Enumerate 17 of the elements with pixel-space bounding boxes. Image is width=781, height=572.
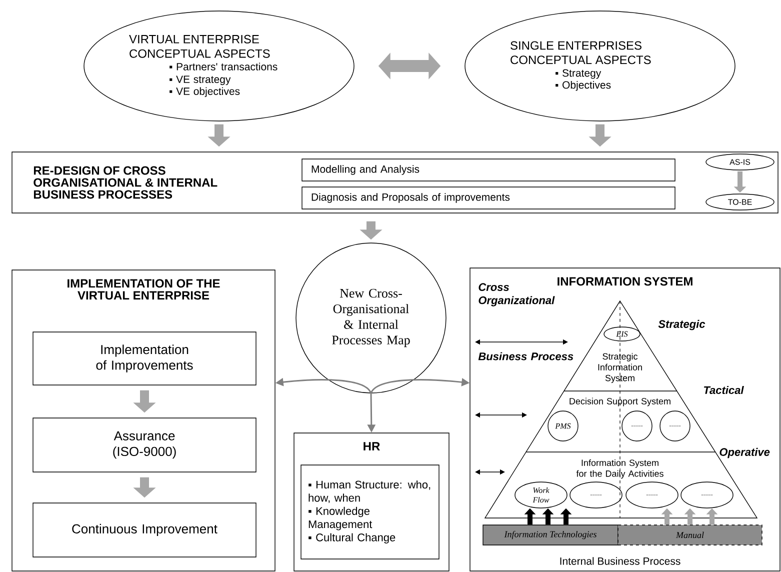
list-box: ▪ Human Structure: who, how, when ▪ Knowledge Management ▪ Cultural Change — [300, 464, 440, 560]
side-label: Operative — [720, 448, 770, 458]
step-box: Diagnosis and Proposals of improvements — [302, 186, 676, 210]
technology-bar: Information Technologies — [482, 524, 618, 546]
level-label: Strategic Information System — [598, 353, 642, 383]
level-label: Information System for the Daily Activities — [576, 459, 664, 479]
step-box: Assurance (ISO-9000) — [32, 418, 256, 472]
step-box: Modelling and Analysis — [302, 158, 676, 182]
level-label: Decision Support System — [570, 398, 670, 406]
side-label: Internal Business Process — [560, 557, 680, 565]
side-label: Strategic — [658, 320, 706, 330]
side-label: Cross Organizational — [478, 283, 555, 306]
side-label: Tactical — [704, 386, 744, 394]
step-box: Implementation of Improvements — [32, 332, 256, 386]
technology-bar: Manual — [618, 524, 762, 546]
side-label: Business Process — [478, 352, 574, 360]
step-box: Continuous Improvement — [32, 502, 256, 558]
